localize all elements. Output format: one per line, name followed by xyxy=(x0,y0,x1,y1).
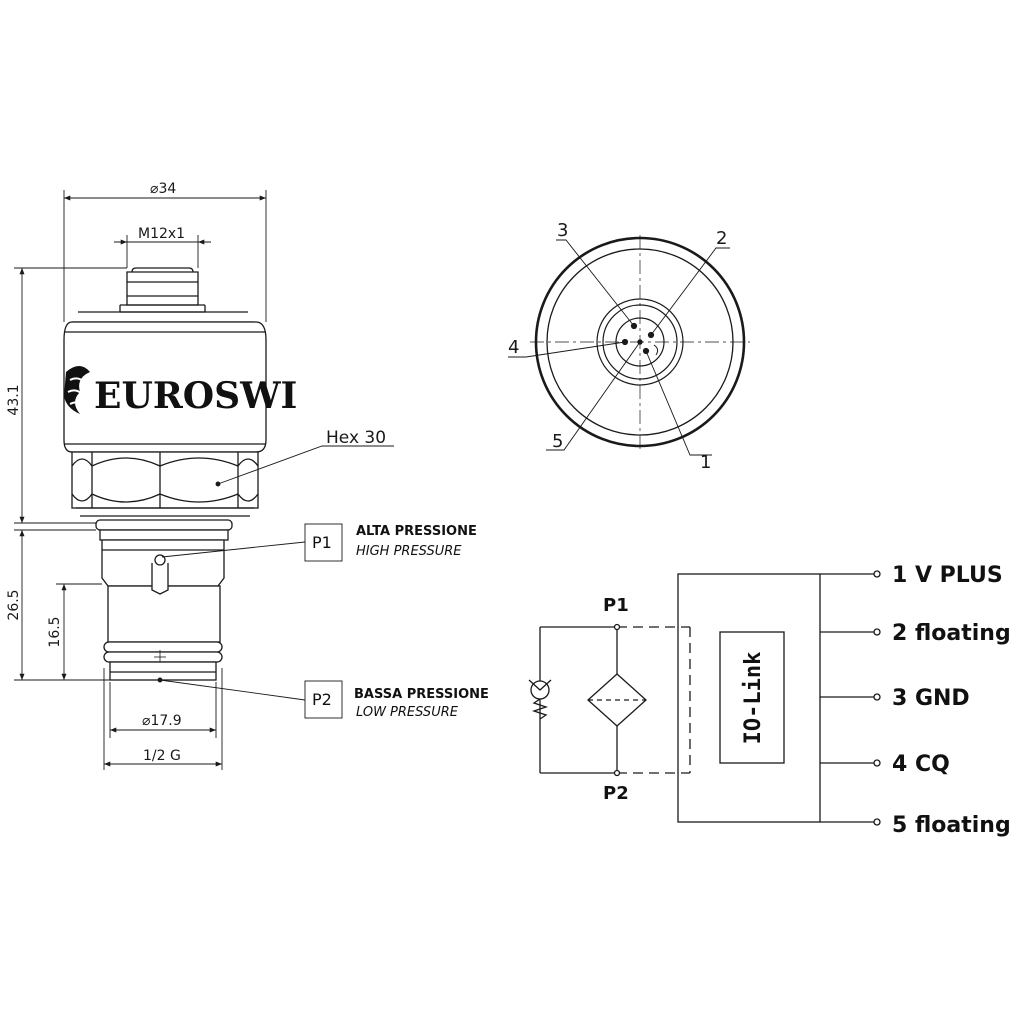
dim-height-lower: 26.5 xyxy=(6,589,22,620)
schematic-port-p2: P2 xyxy=(603,783,629,804)
terminal-4: 4 CQ xyxy=(892,752,950,777)
p1-tag: P1 xyxy=(312,533,332,552)
main-body xyxy=(63,321,267,453)
lower-fitting xyxy=(95,519,233,681)
pin-label-1: 1 xyxy=(700,452,711,473)
side-view xyxy=(63,267,267,681)
terminal-2: 2 floating xyxy=(892,621,1011,646)
p2-subtitle: LOW PRESSURE xyxy=(356,705,459,720)
dim-height-inner: 16.5 xyxy=(47,616,63,647)
dim-diameter-top: ⌀34 xyxy=(150,181,176,197)
p1-title: ALTA PRESSIONE xyxy=(356,524,477,539)
brand-logo xyxy=(64,366,90,414)
terminal-1: 1 V PLUS xyxy=(892,563,1003,588)
terminal-5: 5 floating xyxy=(892,813,1011,838)
p2-title: BASSA PRESSIONE xyxy=(354,687,489,702)
brand-text: EUROSWI xyxy=(94,375,297,417)
port-leaders xyxy=(157,523,343,719)
pin-label-5: 5 xyxy=(552,431,563,452)
pin-label-3: 3 xyxy=(557,220,568,241)
connector-view xyxy=(508,235,750,456)
p2-tag: P2 xyxy=(312,690,332,709)
dimensions xyxy=(14,190,267,770)
dim-thread-top: M12x1 xyxy=(138,226,185,242)
hex-nut xyxy=(71,451,259,517)
schematic-port-p1: P1 xyxy=(603,595,629,616)
schematic xyxy=(528,570,881,826)
hex-label: Hex 30 xyxy=(326,428,386,448)
hex-leader xyxy=(215,445,394,487)
dim-height-total: 43.1 xyxy=(6,384,22,415)
p1-subtitle: HIGH PRESSURE xyxy=(356,544,462,559)
m12-connector xyxy=(72,267,254,323)
dim-diameter-bottom: ⌀17.9 xyxy=(142,713,182,729)
terminal-3: 3 GND xyxy=(892,686,970,711)
pin-label-4: 4 xyxy=(508,337,519,358)
dim-thread-bottom: 1/2 G xyxy=(143,748,181,764)
io-link-label: IO-Link xyxy=(741,652,766,745)
pin-label-2: 2 xyxy=(716,228,727,249)
